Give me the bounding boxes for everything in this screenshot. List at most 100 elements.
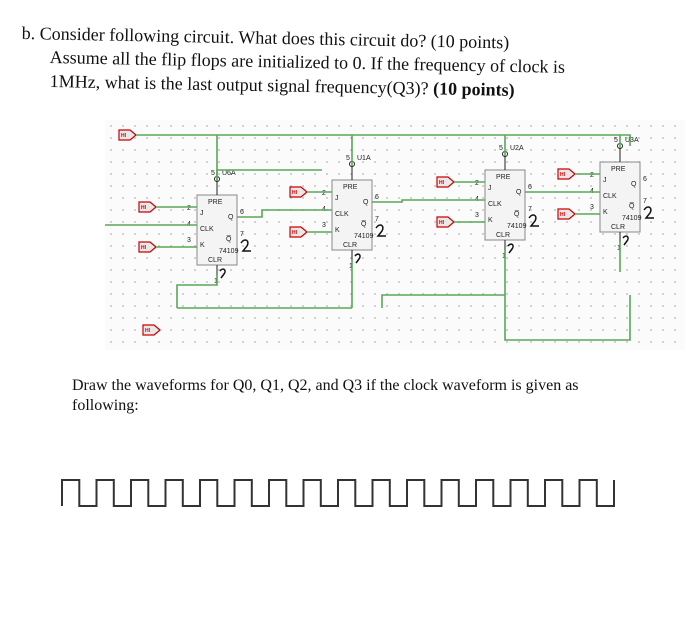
hi-tag-label: HI [560, 172, 566, 178]
question-points: (10 points) [432, 78, 515, 100]
qbar-label: Q̅ [514, 210, 520, 218]
handwritten-mark [528, 214, 539, 227]
handwritten-mark [643, 206, 654, 219]
pre-label: PRE [496, 174, 511, 181]
part-number: 74109 [219, 248, 239, 255]
clr-label: CLR [208, 257, 222, 264]
pre-pin-number: 5 [614, 137, 618, 144]
flip-flop-name: U3A [625, 137, 639, 144]
flip-flop-body [484, 169, 526, 241]
k-label: K [488, 217, 493, 224]
pre-label: PRE [208, 199, 223, 206]
hi-tag-shape [289, 226, 308, 238]
hi-tag-shape [138, 241, 157, 253]
q-pin-number: 6 [643, 176, 647, 183]
j-label: J [603, 177, 607, 184]
handwritten-mark [354, 253, 361, 264]
hi-tag-label: HI [141, 245, 147, 251]
clr-wire-ff1 [176, 275, 218, 308]
q-label: Q [516, 189, 522, 196]
hi-tag-top: HI [118, 129, 137, 141]
flip-flop-body [196, 194, 238, 266]
clr-pin-number: 1 [617, 245, 621, 252]
q-pin-number: 6 [375, 194, 379, 201]
hi-tag-label: HI [560, 212, 566, 218]
clk-label: CLK [488, 201, 502, 208]
hi-tag-j-ff2: HI [289, 186, 308, 198]
hi-tag-shape [142, 324, 161, 336]
hi-tag-shape [289, 186, 308, 198]
q-label: Q [363, 199, 369, 206]
k-label: K [335, 227, 340, 234]
hi-tag-shape [118, 129, 137, 141]
clr-bus-4 [504, 280, 525, 341]
hi-tag-shape [557, 208, 576, 220]
handwritten-mark [507, 243, 514, 254]
hi-tag-clr: HI [142, 324, 161, 336]
k-pin-number: 3 [322, 222, 326, 229]
hi-tag-k-ff1: HI [138, 241, 157, 253]
flip-flop-name: U6A [222, 170, 236, 177]
handwritten-mark [240, 239, 251, 252]
k-pin-number: 3 [187, 237, 191, 244]
clock-waveform [61, 479, 615, 507]
part-number: 74109 [354, 233, 374, 240]
j-pin-number: 2 [187, 205, 191, 212]
qbar-pin-number: 7 [643, 198, 647, 205]
handwritten-mark [375, 224, 386, 237]
clr-bus-3 [525, 295, 631, 341]
j-pin-number: 2 [475, 180, 479, 187]
qbar-label: Q̅ [226, 235, 232, 243]
j-pin-number: 2 [322, 190, 326, 197]
clk-label: CLK [200, 226, 214, 233]
pre-pin-number: 5 [346, 155, 350, 162]
part-number: 74109 [622, 215, 642, 222]
k-pin-number: 3 [590, 204, 594, 211]
q-to-clk-ff3 [372, 199, 485, 203]
hi-tag-label: HI [439, 220, 445, 226]
clr-label: CLR [343, 242, 357, 249]
hi-bus-top [136, 134, 631, 146]
qbar-pin-number: 7 [528, 206, 532, 213]
hi-tag-k-ff4: HI [557, 208, 576, 220]
k-label: K [603, 209, 608, 216]
qbar-pin-number: 7 [240, 231, 244, 238]
hi-tag-shape [138, 201, 157, 213]
hi-tag-shape [436, 176, 455, 188]
part-number: 74109 [507, 223, 527, 230]
qbar-label: Q̅ [629, 202, 635, 210]
question-line-3-text: 1MHz, what is the last output signal fre… [49, 70, 434, 99]
j-label: J [335, 195, 339, 202]
hi-tag-label: HI [292, 230, 298, 236]
j-pin-number: 2 [590, 172, 594, 179]
hi-tag-j-ff1: HI [138, 201, 157, 213]
q-label: Q [228, 214, 234, 221]
clock-signal-trace [61, 479, 615, 507]
flip-flop-name: U1A [357, 155, 371, 162]
k-label: K [200, 242, 205, 249]
pre-pin-number: 5 [499, 145, 503, 152]
hi-tag-j-ff4: HI [557, 168, 576, 180]
hi-tag-k-ff2: HI [289, 226, 308, 238]
clr-bus-2 [381, 294, 505, 308]
clk-label: CLK [335, 211, 349, 218]
hi-tag-label: HI [439, 180, 445, 186]
clr-label: CLR [611, 224, 625, 231]
flip-flop-name: U2A [510, 145, 524, 152]
hi-tag-label: HI [292, 190, 298, 196]
clr-pin-number: 1 [502, 253, 506, 260]
handwritten-mark [622, 235, 629, 246]
j-label: J [488, 185, 492, 192]
q-pin-number: 6 [240, 209, 244, 216]
hi-tag-shape [436, 216, 455, 228]
clr-pin-number: 1 [349, 263, 353, 270]
pre-label: PRE [611, 166, 626, 173]
q-label: Q [631, 181, 637, 188]
instruction-text: Draw the waveforms for Q0, Q1, Q2, and Q… [72, 377, 579, 414]
k-pin-number: 3 [475, 212, 479, 219]
